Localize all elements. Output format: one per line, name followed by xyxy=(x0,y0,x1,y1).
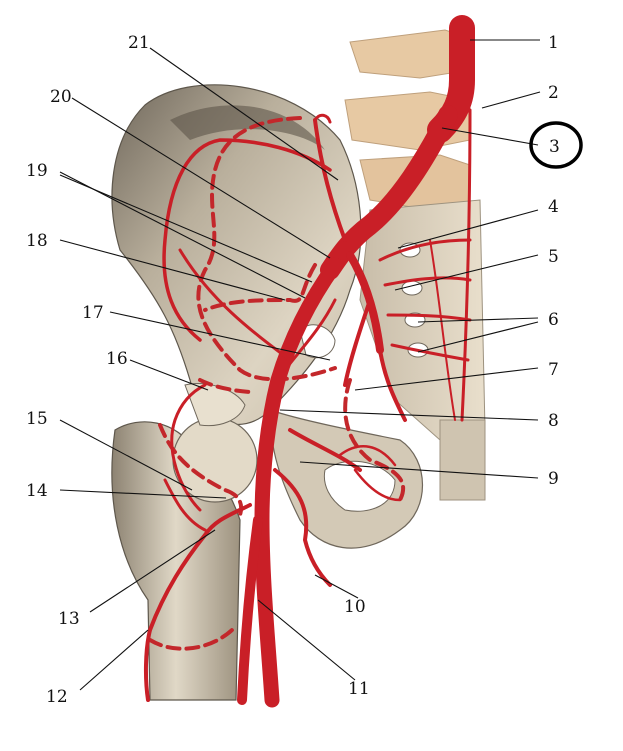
label-15: 15 xyxy=(26,409,48,429)
label-19: 19 xyxy=(26,161,48,181)
label-9: 9 xyxy=(548,469,559,489)
number-labels: 1 2 3 4 5 6 7 8 9 10 11 12 13 14 15 16 1… xyxy=(26,33,560,707)
highlight-circle xyxy=(529,121,583,169)
label-14: 14 xyxy=(26,481,48,501)
label-8: 8 xyxy=(548,411,559,431)
label-13: 13 xyxy=(58,609,80,629)
label-18: 18 xyxy=(26,231,48,251)
label-11: 11 xyxy=(348,679,370,699)
leader-lines xyxy=(59,39,541,691)
label-20: 20 xyxy=(50,87,72,107)
label-10: 10 xyxy=(344,597,366,617)
femur xyxy=(111,383,258,701)
collateral-dashed-lines xyxy=(148,116,406,651)
label-7: 7 xyxy=(548,360,559,380)
arteries xyxy=(143,15,475,708)
label-16: 16 xyxy=(106,349,128,369)
label-21: 21 xyxy=(128,33,150,53)
label-6: 6 xyxy=(548,310,559,330)
label-1: 1 xyxy=(548,33,559,53)
label-17: 17 xyxy=(82,303,104,323)
label-12: 12 xyxy=(46,687,68,707)
label-4: 4 xyxy=(548,197,559,217)
label-2: 2 xyxy=(548,83,559,103)
label-3: 3 xyxy=(549,137,560,157)
label-5: 5 xyxy=(548,247,559,267)
